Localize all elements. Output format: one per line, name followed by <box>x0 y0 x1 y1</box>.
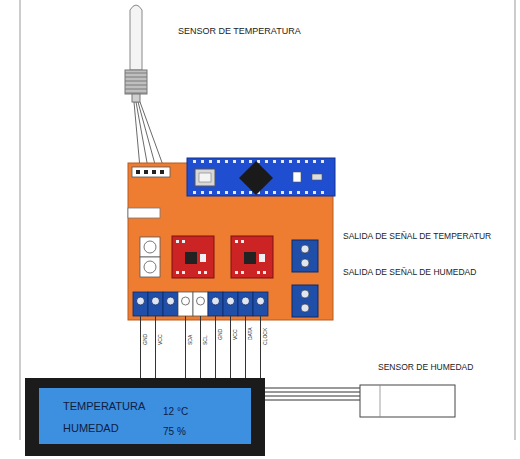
terminal-block <box>133 292 268 316</box>
pin-name: SCL <box>203 335 208 345</box>
lcd-wires <box>141 316 201 378</box>
converter-module <box>172 236 214 278</box>
output-terminal <box>292 285 318 317</box>
humidity-sensor <box>360 385 455 417</box>
lcd-display: TEMPERATURA 12 °C HUMEDAD 75 % <box>25 378 265 456</box>
pin-name: SDA <box>188 335 193 345</box>
lcd-text: 75 % <box>163 426 186 437</box>
lcd-text: HUMEDAD <box>63 422 119 434</box>
pin-name: VCC <box>158 334 163 345</box>
pin-name: GND <box>218 329 223 340</box>
arduino-nano <box>187 158 335 196</box>
switch <box>140 257 160 277</box>
lcd-text: 12 °C <box>163 406 188 417</box>
probe-knurl <box>125 70 147 94</box>
converter-module <box>231 236 273 278</box>
probe-rod <box>130 5 142 70</box>
pin-name: VCC <box>233 329 238 340</box>
pin-header <box>132 167 170 177</box>
lcd-text: TEMPERATURA <box>63 400 145 412</box>
probe-wires <box>134 102 164 168</box>
title-label: SENSOR DE TEMPERATURA <box>178 27 301 36</box>
usb-connector <box>195 169 215 186</box>
lcd-screen <box>39 388 251 444</box>
switch <box>140 237 160 257</box>
output-label: SALIDA DE SEÑAL DE HUMEDAD <box>343 268 476 277</box>
output-label: SALIDA DE SEÑAL DE TEMPERATUR <box>343 232 491 241</box>
output-terminal <box>292 240 318 272</box>
microcontroller-chip <box>239 161 273 195</box>
sensor-label: SENSOR DE HUMEDAD <box>378 363 473 372</box>
pin-name: CLOCK <box>263 328 268 345</box>
pin-name: DATA <box>248 327 253 340</box>
pin-name: GND <box>143 334 148 345</box>
